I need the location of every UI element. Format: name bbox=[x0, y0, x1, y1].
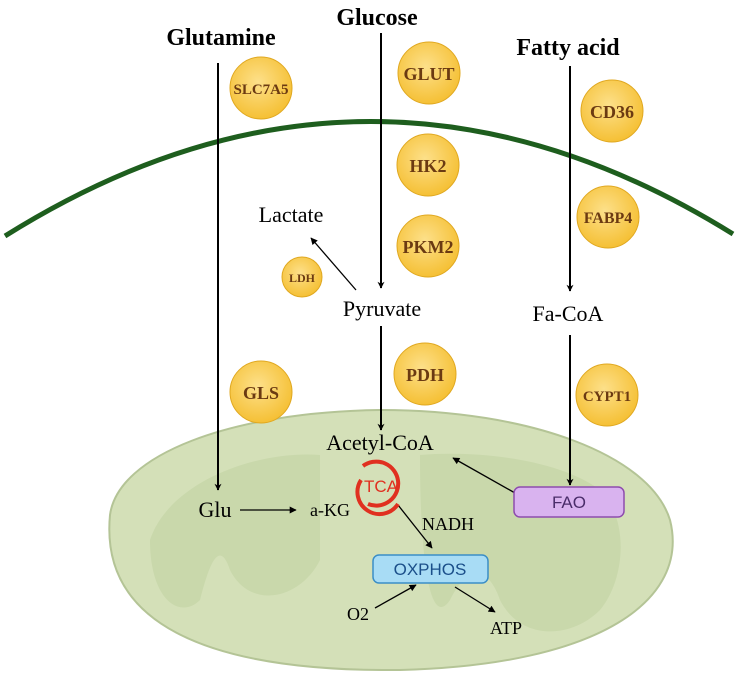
enzyme-hk2: HK2 bbox=[396, 133, 460, 197]
pyruvate-label: Pyruvate bbox=[343, 296, 421, 321]
tca-to-oxphos-arrow bbox=[397, 504, 433, 549]
tca-cycle: TCA bbox=[355, 459, 401, 517]
oxphos-label: OXPHOS bbox=[394, 560, 467, 579]
enzyme-glut: GLUT bbox=[397, 41, 461, 105]
enzyme-slc7a5: SLC7A5 bbox=[229, 56, 293, 120]
cell-membrane bbox=[3, 119, 735, 239]
svg-text:PDH: PDH bbox=[406, 365, 444, 385]
fao-label: FAO bbox=[552, 493, 586, 512]
lactate-label: Lactate bbox=[259, 202, 324, 227]
svg-text:PKM2: PKM2 bbox=[403, 237, 454, 257]
enzyme-gls: GLS bbox=[229, 360, 293, 424]
pyruvate-to-lactate-arrow bbox=[310, 237, 357, 291]
svg-text:SLC7A5: SLC7A5 bbox=[233, 82, 288, 98]
svg-text:CD36: CD36 bbox=[590, 102, 634, 122]
o2-label: O2 bbox=[347, 604, 369, 624]
oxphos-to-atp-arrow bbox=[454, 586, 496, 613]
acetyl-coa-label: Acetyl-CoA bbox=[326, 430, 434, 455]
fa-coa-label: Fa-CoA bbox=[533, 301, 604, 326]
enzyme-fabp4: FABP4 bbox=[576, 185, 640, 249]
fao-to-acetylcoa-arrow bbox=[452, 457, 516, 494]
atp-label: ATP bbox=[490, 618, 522, 638]
glucose-label: Glucose bbox=[336, 5, 418, 31]
svg-text:LDH: LDH bbox=[289, 271, 316, 285]
glutamine-label: Glutamine bbox=[166, 25, 276, 51]
enzyme-pdh: PDH bbox=[393, 342, 457, 406]
tca-label: TCA bbox=[364, 477, 399, 496]
svg-text:GLUT: GLUT bbox=[403, 64, 454, 84]
enzyme-cypt1: CYPT1 bbox=[575, 363, 639, 427]
glu-label: Glu bbox=[199, 497, 232, 522]
fao-box: FAO bbox=[513, 486, 625, 518]
svg-text:CYPT1: CYPT1 bbox=[583, 389, 631, 405]
fatty-acid-label: Fatty acid bbox=[516, 35, 620, 61]
svg-text:FABP4: FABP4 bbox=[584, 210, 633, 227]
oxphos-box: OXPHOS bbox=[372, 554, 489, 584]
nadh-label: NADH bbox=[422, 514, 474, 534]
enzyme-ldh: LDH bbox=[281, 256, 323, 298]
o2-to-oxphos-arrow bbox=[374, 584, 417, 609]
svg-text:HK2: HK2 bbox=[409, 156, 446, 176]
enzyme-pkm2: PKM2 bbox=[396, 214, 460, 278]
akg-label: a-KG bbox=[310, 500, 350, 520]
enzyme-cd36: CD36 bbox=[580, 79, 644, 143]
svg-text:GLS: GLS bbox=[243, 383, 279, 403]
